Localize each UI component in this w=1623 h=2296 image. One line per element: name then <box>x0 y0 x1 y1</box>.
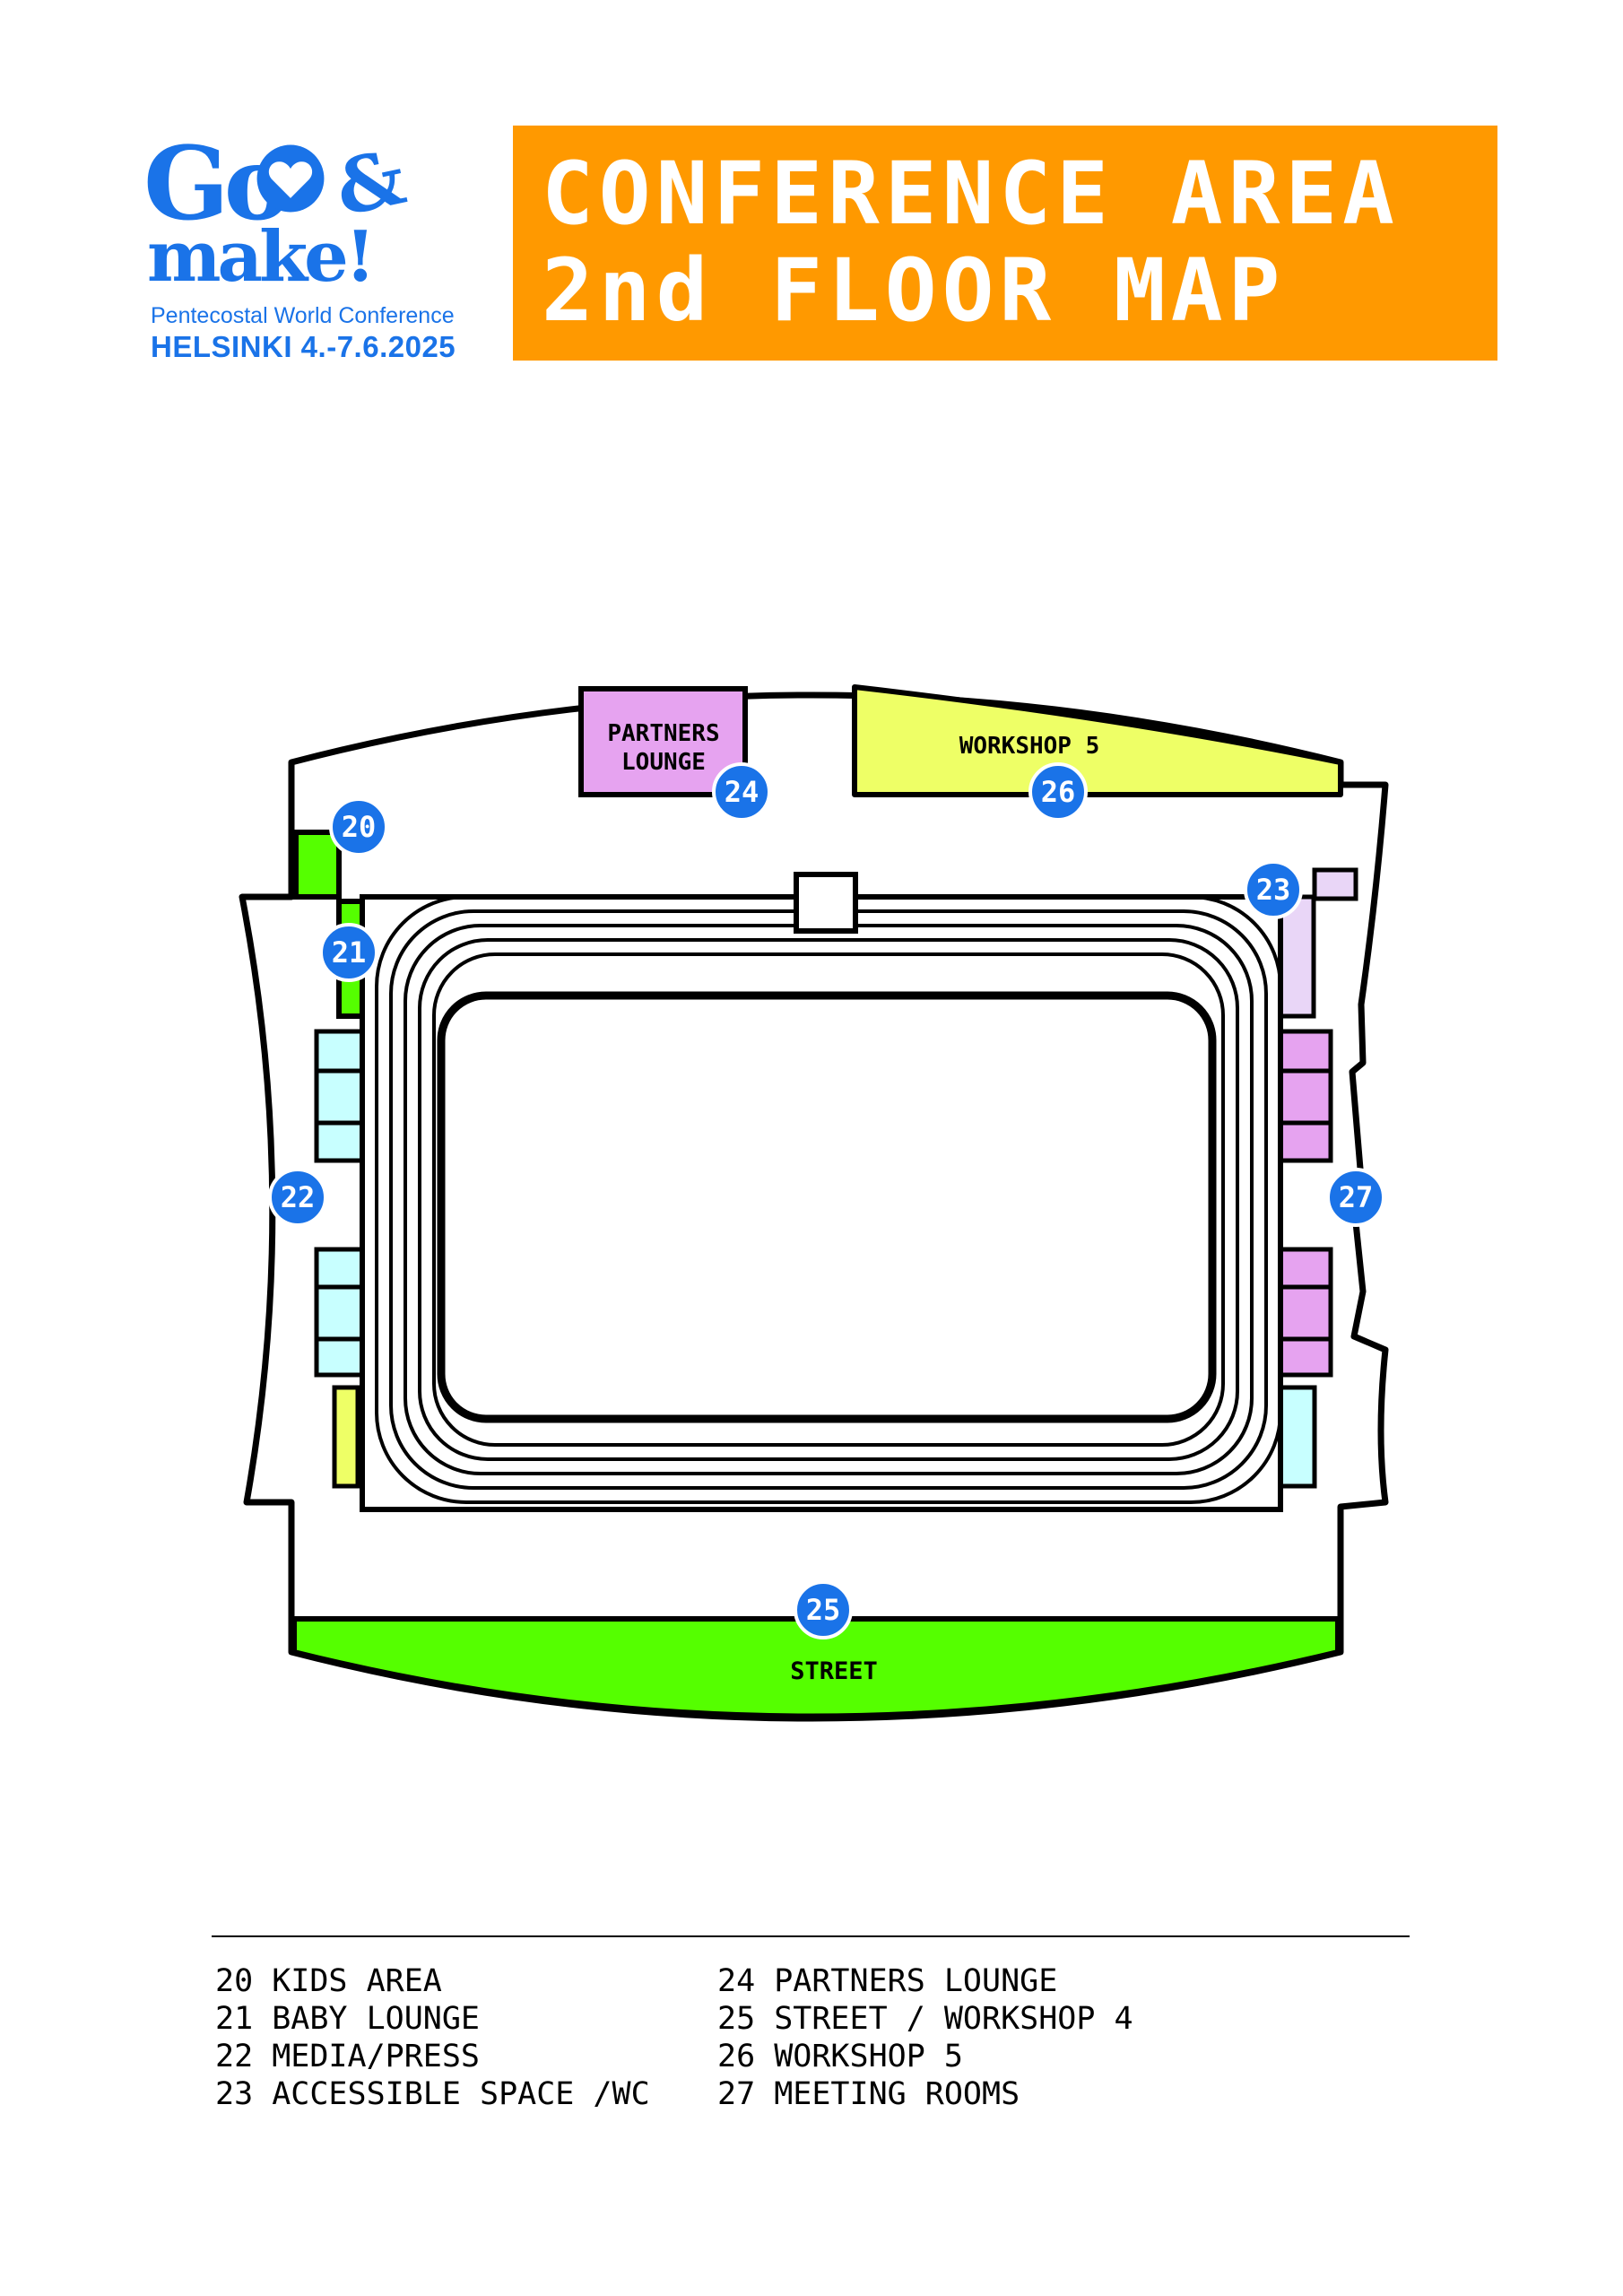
arena-entrance-box <box>794 872 858 934</box>
marker-27[interactable]: 27 <box>1326 1168 1385 1227</box>
legend-divider <box>212 1935 1410 1937</box>
accessible-wc-room <box>1312 867 1358 901</box>
legend-item-22: 22 MEDIA/PRESS <box>215 2039 481 2074</box>
marker-21-number: 21 <box>332 935 367 970</box>
marker-26[interactable]: 26 <box>1028 762 1088 822</box>
legend-item-25: 25 STREET / WORKSHOP 4 <box>717 2001 1133 2037</box>
logo-subtitle: Pentecostal World Conference <box>151 303 455 328</box>
workshop-5-room <box>852 684 1343 797</box>
page-title-line-1: CONFERENCE AREA <box>542 144 1400 244</box>
kids-area-room <box>293 830 342 900</box>
logo-make-text: make! <box>147 216 376 298</box>
legend-column-right: 24 PARTNERS LOUNGE 25 STREET / WORKSHOP … <box>717 1962 1133 2113</box>
legend-item-21: 21 BABY LOUNGE <box>215 2001 481 2037</box>
legend-item-20: 20 KIDS AREA <box>215 1963 442 1999</box>
legend-item-23: 23 ACCESSIBLE SPACE /WC <box>215 2076 650 2112</box>
street-label: STREET <box>790 1657 878 1685</box>
marker-22-number: 22 <box>281 1180 316 1214</box>
marker-20[interactable]: 20 <box>329 797 388 857</box>
marker-24[interactable]: 24 <box>712 762 771 822</box>
yellow-room-west <box>332 1385 360 1489</box>
logo-city-dates: HELSINKI 4.-7.6.2025 <box>151 330 456 363</box>
partners-lounge-room <box>578 686 748 797</box>
partners-lounge-label-1: PARTNERS <box>607 720 719 747</box>
marker-22[interactable]: 22 <box>268 1168 327 1227</box>
marker-23-number: 23 <box>1256 873 1291 907</box>
page-title-line-2: 2nd FLOOR MAP <box>542 240 1286 341</box>
page-title-banner: CONFERENCE AREA 2nd FLOOR MAP <box>513 126 1497 361</box>
workshop-5-label: WORKSHOP 5 <box>959 733 1100 760</box>
marker-24-number: 24 <box>725 775 759 809</box>
meeting-rooms <box>1278 1029 1333 1378</box>
street-area <box>291 1616 1341 1719</box>
media-press-rooms <box>314 1029 1317 1489</box>
event-logo: Go & make! Pentecostal World Conference … <box>143 132 456 368</box>
legend-column-left: 20 KIDS AREA 21 BABY LOUNGE 22 MEDIA/PRE… <box>215 1962 650 2113</box>
marker-25[interactable]: 25 <box>794 1580 853 1639</box>
partners-lounge-label-2: LOUNGE <box>621 749 706 776</box>
arena-floor <box>437 991 1217 1423</box>
marker-20-number: 20 <box>342 810 377 844</box>
legend-item-27: 27 MEETING ROOMS <box>717 2076 1020 2112</box>
marker-25-number: 25 <box>806 1593 841 1627</box>
legend-item-24: 24 PARTNERS LOUNGE <box>717 1963 1058 1999</box>
marker-27-number: 27 <box>1339 1180 1374 1214</box>
marker-23[interactable]: 23 <box>1244 860 1303 919</box>
marker-26-number: 26 <box>1041 775 1076 809</box>
marker-21[interactable]: 21 <box>319 923 378 982</box>
heart-icon <box>256 144 325 213</box>
legend-item-26: 26 WORKSHOP 5 <box>717 2039 963 2074</box>
